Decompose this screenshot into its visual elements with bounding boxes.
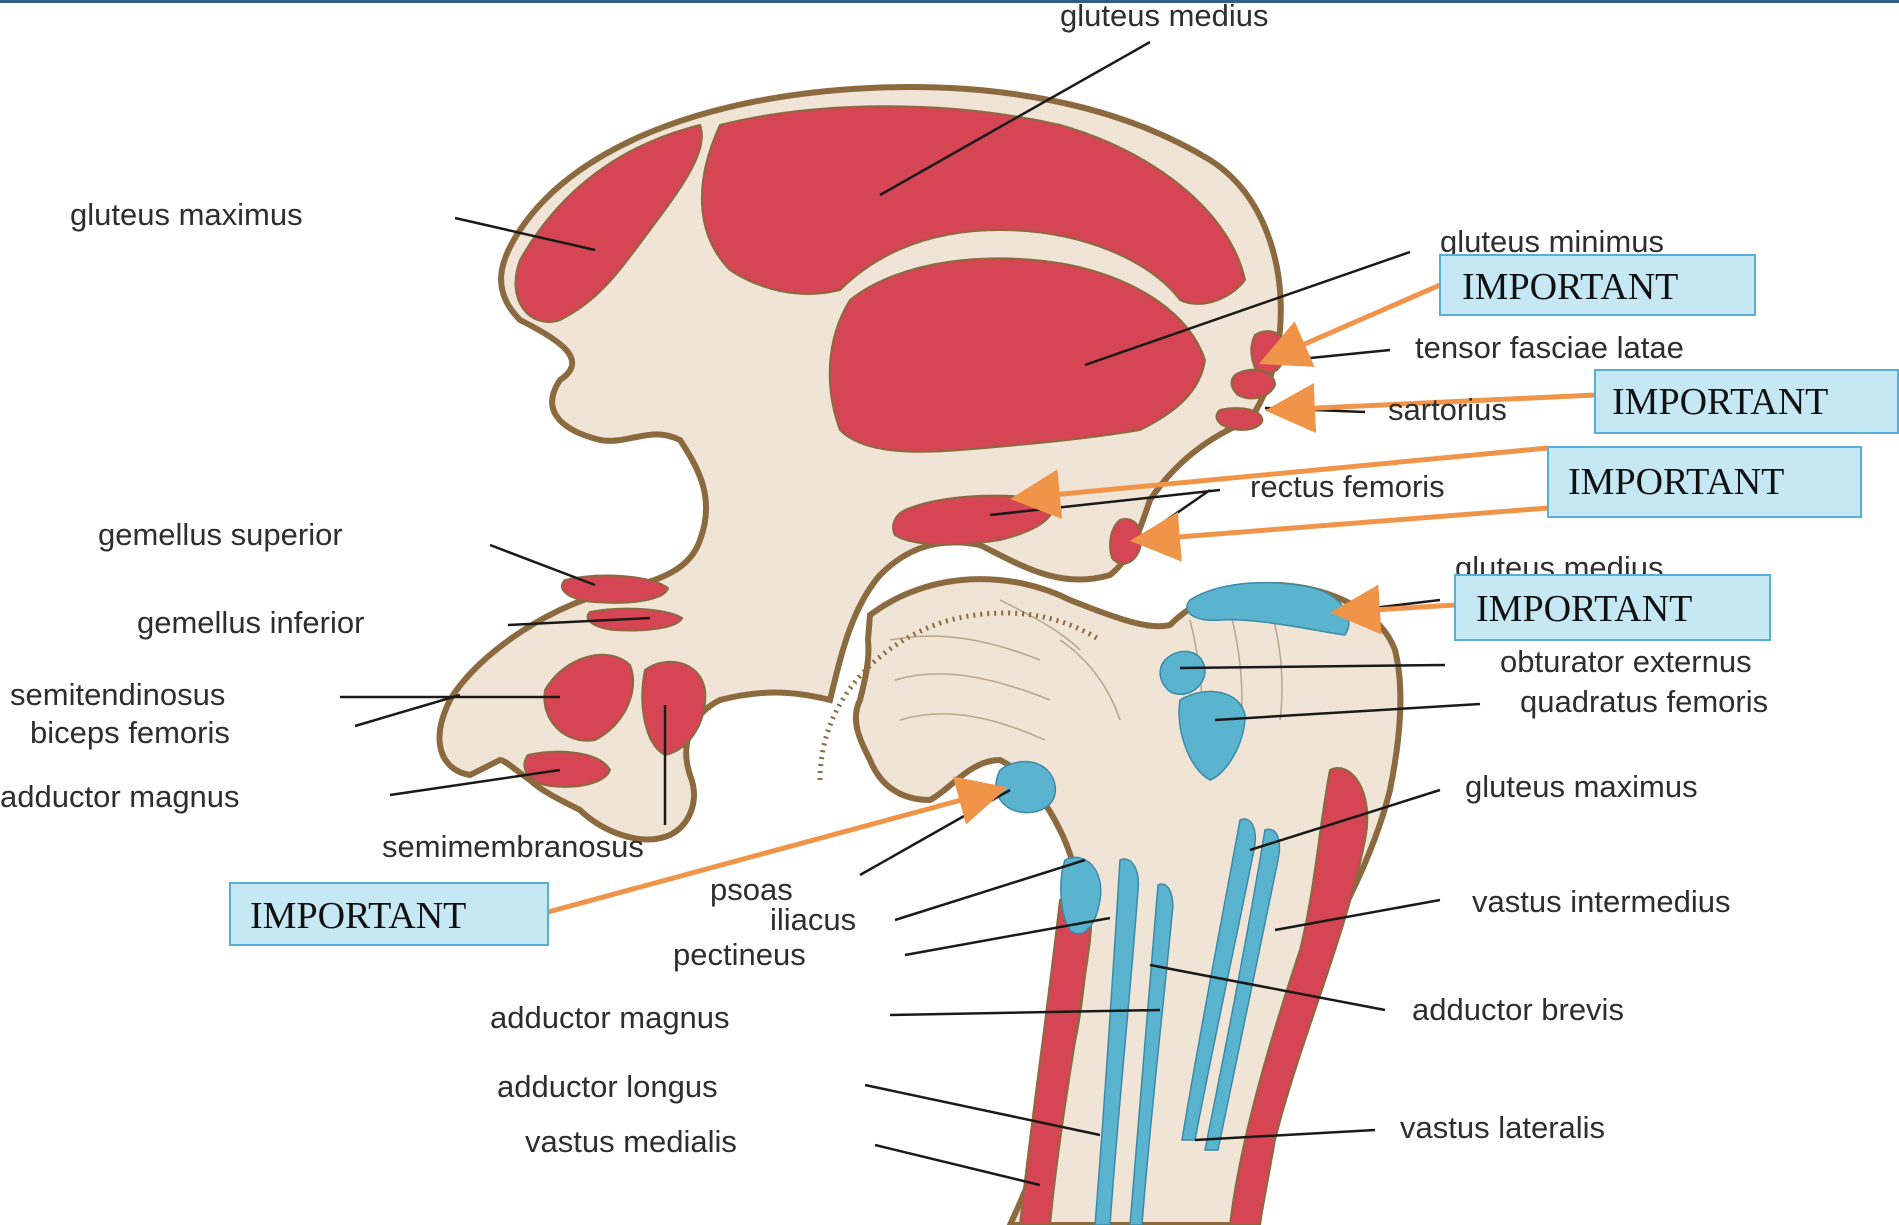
label-adductor-longus: adductor longus: [497, 1069, 718, 1104]
callout-text-3: IMPORTANT: [1568, 461, 1784, 503]
label-semitendinosus: semitendinosus: [10, 677, 225, 712]
label-rectus-femoris: rectus femoris: [1250, 469, 1445, 504]
label-vastus-intermedius: vastus intermedius: [1472, 884, 1730, 919]
callout-text-1: IMPORTANT: [1462, 266, 1678, 308]
label-iliacus: iliacus: [770, 902, 856, 937]
label-vastus-lateralis: vastus lateralis: [1400, 1110, 1605, 1145]
callout-text-2: IMPORTANT: [1612, 381, 1828, 423]
callout-box-2: IMPORTANT: [1595, 370, 1898, 433]
label-obturator-externus: obturator externus: [1500, 644, 1752, 679]
label-gluteus-maximus-left: gluteus maximus: [70, 197, 303, 232]
label-gluteus-maximus-right: gluteus maximus: [1465, 769, 1698, 804]
psoas-iliacus-insertion: [996, 762, 1055, 813]
biceps-femoris-origin: [642, 662, 705, 755]
obturator-externus-insertion: [1160, 651, 1205, 694]
label-gemellus-inferior: gemellus inferior: [137, 605, 364, 640]
label-tensor-fasciae-latae: tensor fasciae latae: [1415, 330, 1684, 365]
label-sartorius: sartorius: [1388, 392, 1507, 427]
callout-text-4: IMPORTANT: [1476, 588, 1692, 630]
callout-text-5: IMPORTANT: [250, 895, 466, 937]
label-adductor-magnus-left: adductor magnus: [0, 779, 240, 814]
label-gemellus-superior: gemellus superior: [98, 517, 343, 552]
label-adductor-brevis: adductor brevis: [1412, 992, 1624, 1027]
label-vastus-medialis: vastus medialis: [525, 1124, 737, 1159]
label-adductor-magnus-bottom: adductor magnus: [490, 1000, 730, 1035]
callout-box-1: IMPORTANT: [1440, 255, 1755, 315]
callout-box-3: IMPORTANT: [1548, 447, 1861, 517]
label-gluteus-minimus: gluteus minimus: [1440, 224, 1664, 259]
label-pectineus: pectineus: [673, 937, 806, 972]
callout-box-4: IMPORTANT: [1455, 575, 1770, 640]
callout-arrow-3b: [1140, 508, 1548, 540]
sartorius-origin-lower: [1216, 408, 1262, 430]
sartorius-origin-upper: [1232, 370, 1275, 399]
label-quadratus-femoris: quadratus femoris: [1520, 684, 1768, 719]
callout-box-5: IMPORTANT: [230, 883, 548, 945]
label-biceps-femoris: biceps femoris: [30, 715, 230, 750]
label-gluteus-medius-top: gluteus medius: [1060, 0, 1269, 33]
label-semimembranosus: semimembranosus: [382, 829, 644, 864]
